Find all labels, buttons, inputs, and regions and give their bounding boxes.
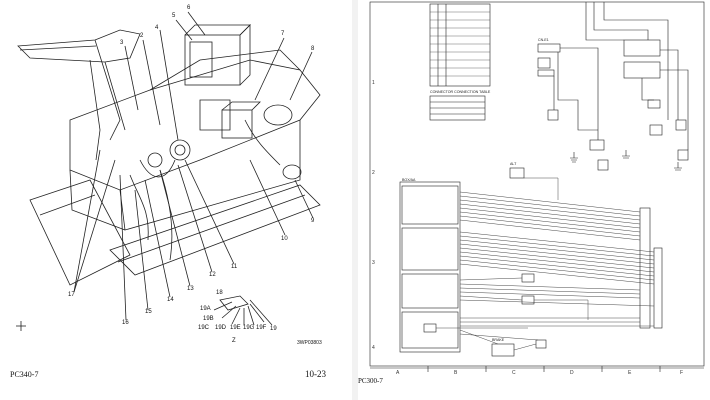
inset-callout-19d: 19D: [215, 325, 227, 331]
row-marker-1: 1: [372, 80, 375, 86]
inset-callout-19g: 19G: [243, 325, 255, 331]
box-label-brake: BRAKE: [492, 338, 505, 342]
row-marker-2: 2: [372, 170, 375, 176]
row-marker-4: 4: [372, 345, 375, 351]
callout-19: 19: [270, 326, 277, 332]
inset-callout-19f: 19F: [256, 325, 267, 331]
callout-4: 4: [155, 25, 159, 31]
connector-table-title: CONNECTOR CONNECTION TABLE: [430, 90, 491, 94]
callout-16: 16: [122, 320, 129, 326]
column-marker-a: A: [396, 370, 400, 376]
box-label-alt: ALT: [510, 162, 517, 166]
inset-callout-19b: 19B: [203, 316, 214, 322]
column-marker-b: B: [454, 370, 458, 376]
box-label-e1: CN-E1: [538, 38, 549, 42]
inset-callout-19c: 19C: [198, 325, 210, 331]
callout-13: 13: [187, 286, 194, 292]
callout-6: 6: [187, 5, 191, 11]
model-label: PC340-7: [10, 370, 39, 379]
inset-callout-19a: 19A: [200, 306, 211, 312]
callout-17: 17: [68, 292, 75, 298]
harness-wires: [436, 177, 655, 351]
row-marker-3: 3: [372, 260, 375, 266]
box-label-main: BOX/AA: [402, 178, 416, 182]
figure-code: 3WP03803: [297, 340, 322, 346]
column-marker-e: E: [628, 370, 632, 376]
callout-7: 7: [281, 31, 285, 37]
column-marker-c: C: [512, 370, 516, 376]
callout-5: 5: [172, 13, 176, 19]
column-marker-d: D: [570, 370, 574, 376]
callout-18: 18: [216, 290, 223, 296]
callout-8: 8: [311, 46, 315, 52]
right-page: A B C D E F 1 2 3 4 CONNECTOR CONNECTION…: [358, 0, 710, 400]
callout-14: 14: [167, 297, 174, 303]
callout-2: 2: [140, 33, 144, 39]
callout-11: 11: [231, 264, 238, 270]
inset-callout-19e: 19E: [230, 325, 241, 331]
callout-9: 9: [311, 218, 315, 224]
column-marker-f: F: [680, 370, 684, 376]
page-number: 10-23: [305, 369, 326, 379]
callout-12: 12: [209, 272, 216, 278]
right-model-label: PC300-7: [358, 377, 383, 385]
callout-3: 3: [120, 40, 124, 46]
callout-10: 10: [281, 236, 288, 242]
left-page: 5 6 3 2 4 7 8 9 10 11 12 13 14 15 16 17 …: [0, 0, 352, 400]
callout-15: 15: [145, 309, 152, 315]
wiring-schematic: [369, 1, 705, 372]
excavator-component-illustration: [16, 11, 321, 331]
page-gutter: [352, 0, 358, 400]
view-label: Z: [232, 338, 236, 344]
